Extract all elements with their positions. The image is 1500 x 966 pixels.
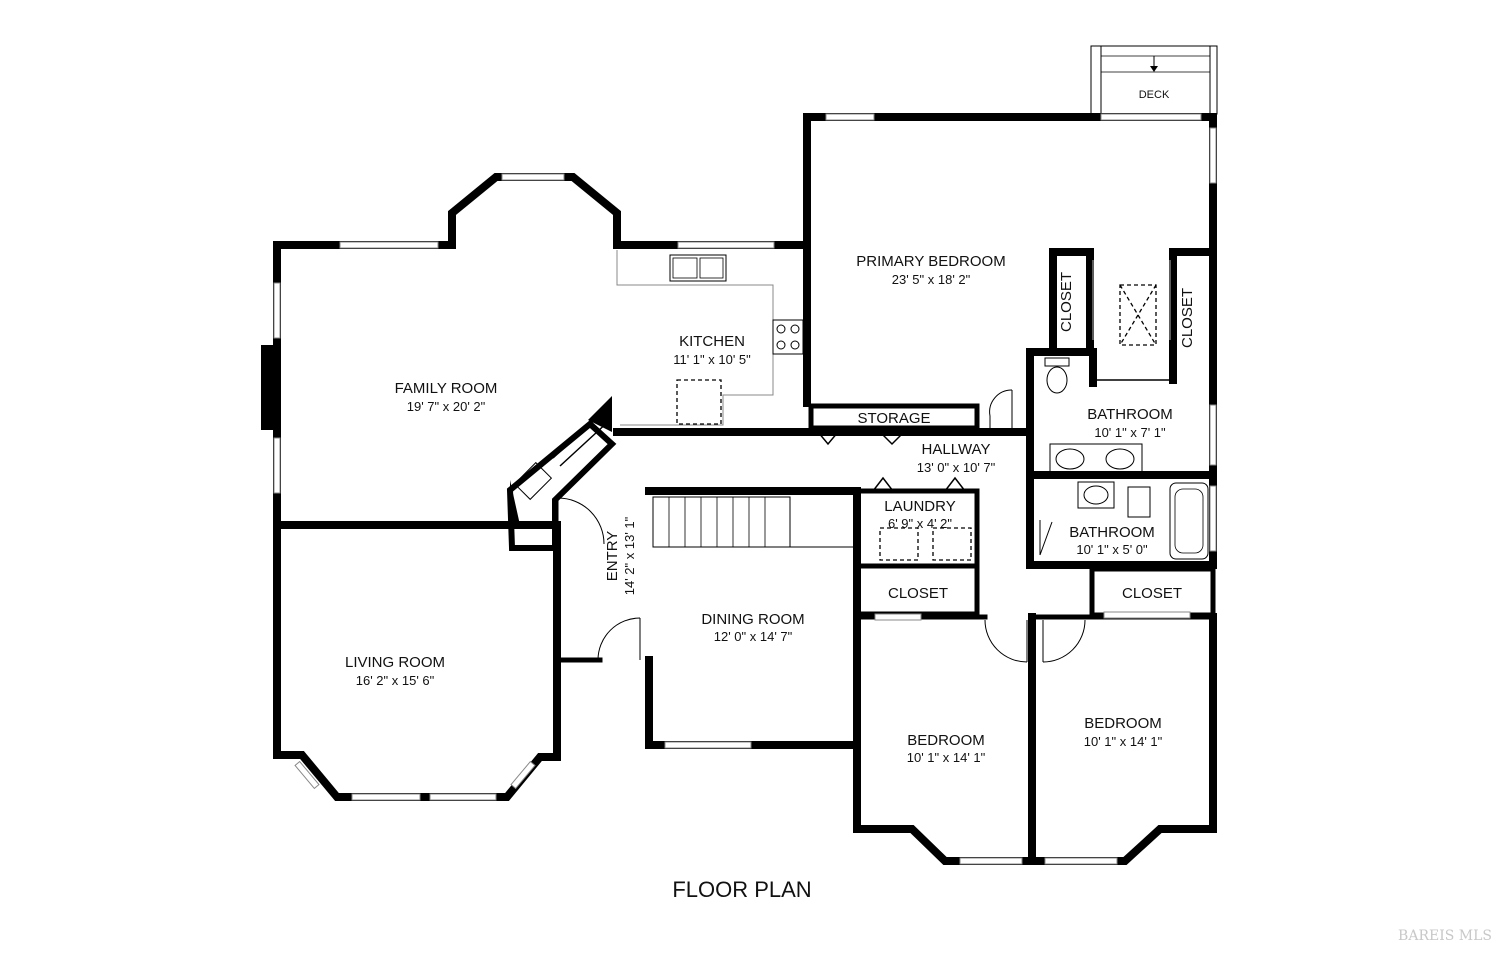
family-kitchen-walls	[261, 173, 811, 529]
bedroom-left-label: BEDROOM	[907, 732, 985, 749]
storage-label: STORAGE	[857, 410, 930, 427]
bedroom-right-label: BEDROOM	[1084, 715, 1162, 732]
kitchen-dim: 11' 1" x 10' 5"	[673, 352, 751, 367]
living-entry-dining-walls	[273, 396, 861, 801]
bathroom-primary-dim: 10' 1" x 7' 1"	[1094, 425, 1166, 440]
hallway-dim: 13' 0" x 10' 7"	[917, 460, 996, 475]
family-room-dim: 19' 7" x 20' 2"	[407, 399, 486, 414]
entry-dim: 14' 2" x 13' 1"	[622, 516, 637, 595]
entry-label: ENTRY	[604, 531, 621, 582]
deck-label: DECK	[1139, 89, 1170, 101]
laundry-label: LAUNDRY	[884, 498, 955, 515]
closet-primary-left-label: CLOSET	[1058, 272, 1075, 332]
family-room-label: FAMILY ROOM	[395, 380, 498, 397]
bathroom-primary-label: BATHROOM	[1087, 406, 1173, 423]
closet-bed-right-label: CLOSET	[1122, 585, 1182, 602]
living-room-dim: 16' 2" x 15' 6"	[356, 673, 435, 688]
primary-closets	[1049, 248, 1217, 384]
bedroom-walls	[853, 610, 1217, 865]
primary-bedroom-walls	[803, 113, 1217, 407]
dining-room-dim: 12' 0" x 14' 7"	[714, 629, 793, 644]
dining-room-label: DINING ROOM	[701, 611, 804, 628]
bathrooms	[1026, 348, 1217, 569]
storage-hall-walls	[613, 389, 1034, 446]
closet-bed-left-label: CLOSET	[888, 585, 948, 602]
primary-bedroom-dim: 23' 5" x 18' 2"	[892, 272, 971, 287]
closet-primary-right-label: CLOSET	[1179, 288, 1196, 348]
floor-plan-title: FLOOR PLAN	[672, 877, 811, 902]
bathroom-hall-dim: 10' 1" x 5' 0"	[1076, 542, 1148, 557]
deck-area	[1090, 45, 1218, 115]
primary-bedroom-label: PRIMARY BEDROOM	[856, 253, 1005, 270]
kitchen-label: KITCHEN	[679, 333, 745, 350]
hallway-label: HALLWAY	[922, 441, 991, 458]
watermark: BAREIS MLS	[1398, 928, 1492, 944]
bedroom-left-dim: 10' 1" x 14' 1"	[907, 750, 986, 765]
living-room-label: LIVING ROOM	[345, 654, 445, 671]
bathroom-hall-label: BATHROOM	[1069, 524, 1155, 541]
laundry-dim: 6' 9" x 4' 2"	[888, 516, 952, 531]
bedroom-right-dim: 10' 1" x 14' 1"	[1084, 734, 1163, 749]
